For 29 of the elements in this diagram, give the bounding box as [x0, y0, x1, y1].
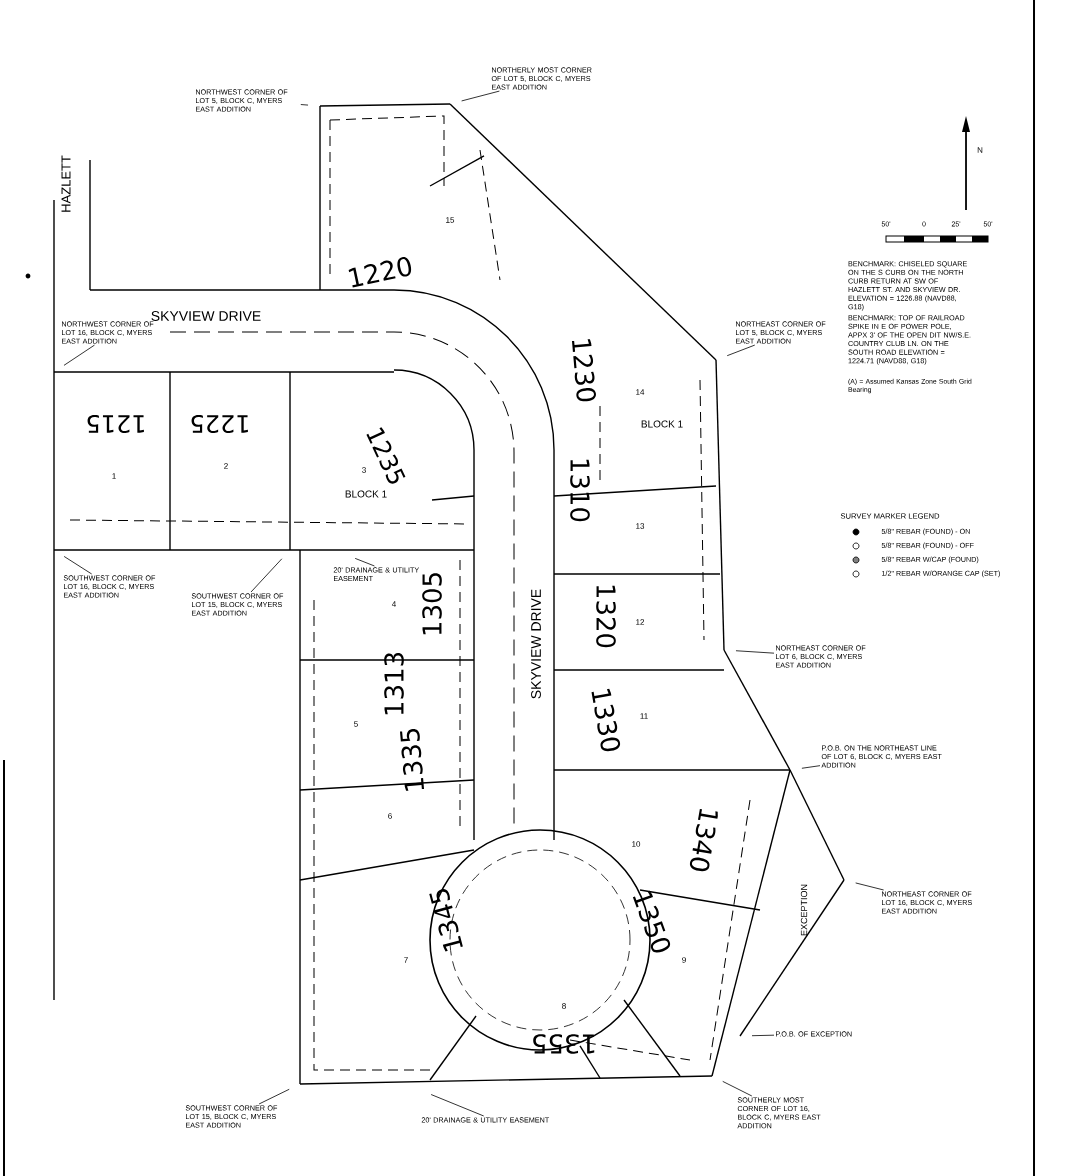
leader-line: [63, 344, 95, 366]
address-number: 1230: [572, 339, 596, 402]
address-number: 1330: [591, 688, 621, 752]
address-number: 1340: [689, 808, 718, 872]
leader-line: [461, 90, 500, 102]
address-number: 1350: [632, 890, 671, 953]
leader-line: [855, 882, 885, 891]
address-number: 1345: [429, 889, 463, 952]
leader-line: [430, 1094, 485, 1117]
address-number: 1335: [400, 729, 425, 791]
address-number: 1313: [384, 653, 404, 715]
leader-line: [722, 1081, 753, 1097]
leader-line: [300, 104, 309, 106]
address-number: 1310: [570, 459, 590, 522]
leader-line: [801, 765, 821, 769]
address-number: 1235: [366, 427, 406, 484]
address-number: 1220: [348, 257, 412, 288]
leader-line: [354, 558, 375, 567]
leader-line: [250, 558, 283, 593]
leader-line: [735, 650, 775, 654]
leader-line: [258, 1088, 290, 1105]
leader-line: [63, 556, 93, 575]
address-number: 1215: [87, 414, 144, 434]
leader-line: [726, 344, 756, 357]
leader-line: [751, 1034, 775, 1037]
address-number: 1320: [596, 585, 616, 648]
address-number: 1355: [533, 1034, 595, 1054]
address-number: 1225: [191, 414, 248, 434]
address-number: 1305: [422, 573, 442, 635]
